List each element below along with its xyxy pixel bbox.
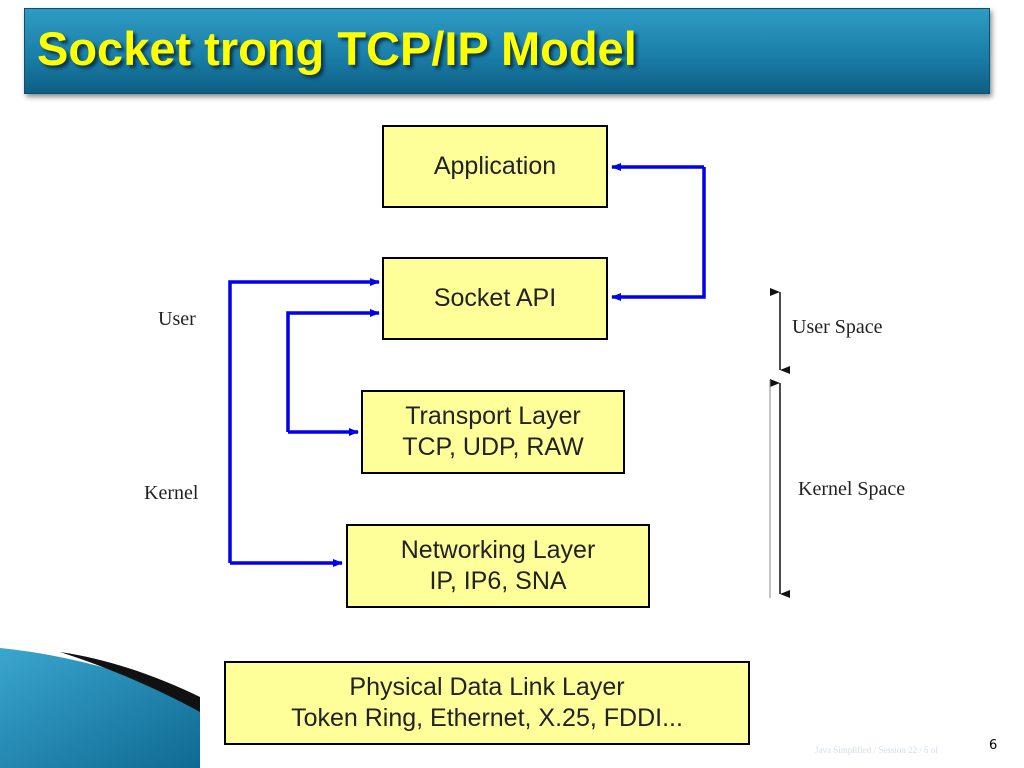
networking-layer-protocols: IP, IP6, SNA xyxy=(429,567,567,595)
kernel-space-label: Kernel Space xyxy=(798,478,906,500)
socket-api-label: Socket API xyxy=(433,284,557,312)
user-label: User xyxy=(158,308,196,330)
physical-layer-protocols: Token Ring, Ethernet, X.25, FDDI... xyxy=(291,704,683,732)
slide-footer: Java Simplified / Session 22 / 6 of xyxy=(815,745,939,755)
title-bar: Socket trong TCP/IP Model xyxy=(24,8,990,94)
slide-title: Socket trong TCP/IP Model xyxy=(37,22,637,75)
physical-layer-title: Physical Data Link Layer xyxy=(349,673,625,701)
arrow-transport-to-socket xyxy=(286,309,380,432)
transport-layer-title: Transport Layer xyxy=(405,402,581,430)
application-box: Application xyxy=(382,125,608,208)
arrow-application-to-socket xyxy=(611,167,706,301)
kernel-label: Kernel xyxy=(144,482,199,504)
networking-layer-box: Networking Layer IP, IP6, SNA xyxy=(346,524,650,608)
application-label: Application xyxy=(433,152,557,180)
physical-layer-box: Physical Data Link Layer Token Ring, Eth… xyxy=(224,661,750,745)
socket-api-box: Socket API xyxy=(382,257,608,340)
networking-layer-title: Networking Layer xyxy=(400,536,596,564)
decorative-swoosh xyxy=(0,648,200,768)
page-number: 6 xyxy=(989,738,998,753)
transport-layer-protocols: TCP, UDP, RAW xyxy=(402,433,584,461)
arrow-networking-to-socket xyxy=(228,278,380,563)
user-space-label: User Space xyxy=(792,316,883,338)
transport-layer-box: Transport Layer TCP, UDP, RAW xyxy=(361,390,625,474)
